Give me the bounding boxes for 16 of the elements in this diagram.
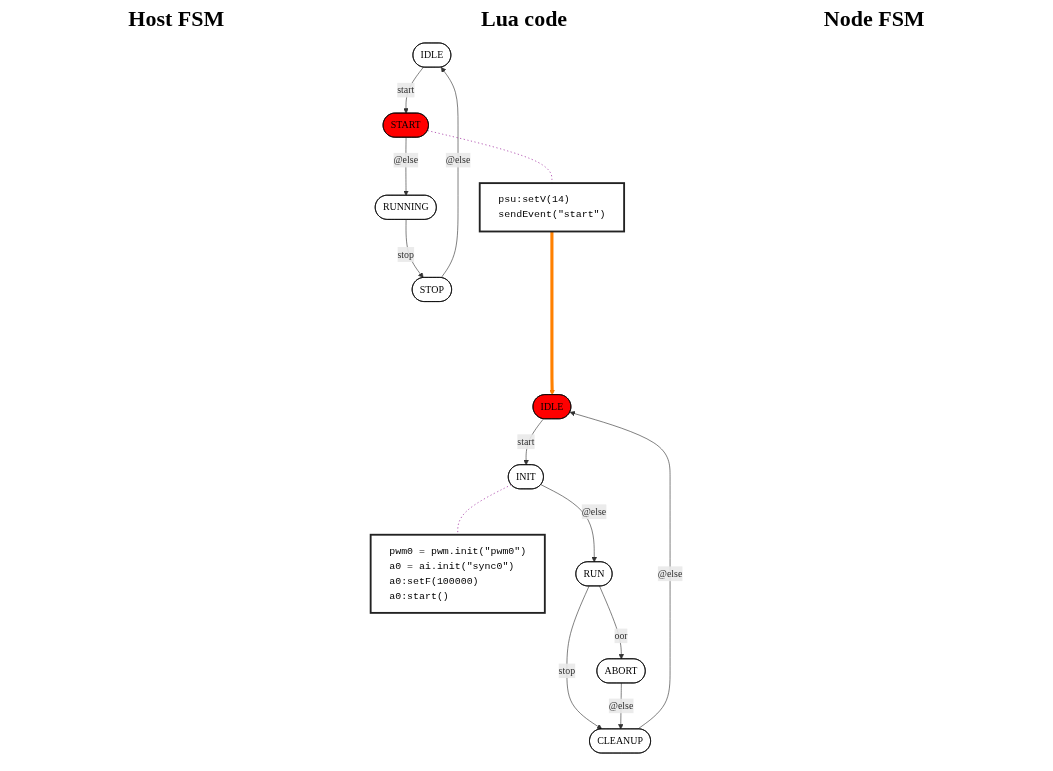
- edge-label: @else: [393, 154, 419, 166]
- edge-label: @else: [445, 154, 471, 166]
- column-heading: Host FSM: [128, 6, 225, 32]
- edge-label: start: [397, 84, 415, 96]
- node-box: psu:setV(14) sendEvent("start"): [478, 182, 626, 233]
- column-heading: Lua code: [480, 6, 568, 32]
- node-box: pwm0 = pwm.init("pwm0") a0 = ai.init("sync0") a0:setF(100000) a0:start(): [369, 533, 546, 614]
- edge-label: stop: [397, 248, 415, 260]
- column-heading: Node FSM: [823, 6, 925, 32]
- edge-label: @else: [657, 568, 683, 579]
- edge-label: @else: [581, 506, 607, 517]
- edge-label: @else: [608, 700, 634, 711]
- edge-label: start: [517, 436, 535, 447]
- edge-label: oor: [614, 630, 628, 641]
- edge-label: stop: [558, 665, 576, 676]
- arrow: [549, 231, 555, 396]
